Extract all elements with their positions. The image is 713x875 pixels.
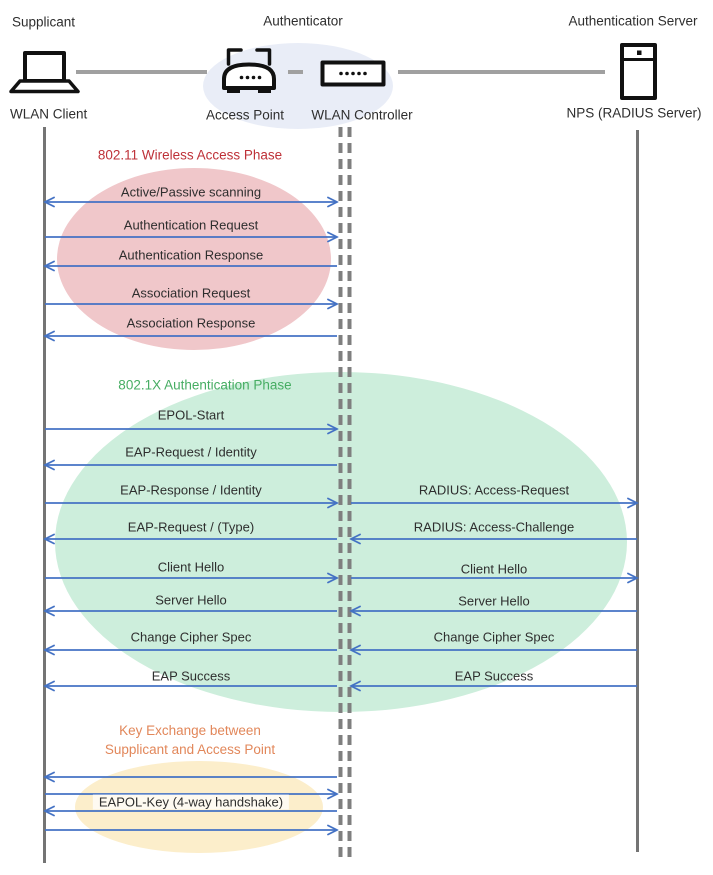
device-label-wlan-client: WLAN Client bbox=[10, 106, 88, 122]
laptop-icon bbox=[9, 51, 80, 94]
message-arrows-layer bbox=[45, 202, 637, 830]
message-label: RADIUS: Access-Challenge bbox=[413, 519, 575, 535]
role-supplicant: Supplicant bbox=[12, 14, 76, 30]
message-label: Change Cipher Spec bbox=[130, 629, 252, 645]
message-label: EAP-Request / (Type) bbox=[127, 519, 255, 535]
message-label: Authentication Request bbox=[123, 217, 259, 233]
message-label: Client Hello bbox=[460, 561, 528, 577]
message-label: EAP Success bbox=[454, 668, 534, 684]
message-label: EAP-Response / Identity bbox=[120, 482, 262, 498]
server-icon bbox=[620, 43, 657, 100]
access-point-icon bbox=[222, 48, 276, 93]
phase1-title: 802.11 Wireless Access Phase bbox=[97, 147, 283, 163]
message-label: EAP Success bbox=[151, 668, 231, 684]
phase2-ellipse bbox=[55, 372, 627, 712]
controller-icon bbox=[320, 60, 386, 87]
message-label: Client Hello bbox=[157, 559, 225, 575]
message-label: RADIUS: Access-Request bbox=[418, 482, 570, 498]
message-label: Authentication Response bbox=[118, 247, 264, 263]
role-authentication-server: Authentication Server bbox=[568, 13, 698, 29]
device-label-access-point: Access Point bbox=[205, 107, 285, 123]
message-label: Active/Passive scanning bbox=[120, 184, 262, 200]
message-label: Server Hello bbox=[458, 593, 530, 609]
role-authenticator: Authenticator bbox=[263, 13, 343, 29]
message-label: EAP-Request / Identity bbox=[125, 444, 257, 460]
phase2-title: 802.1X Authentication Phase bbox=[118, 377, 292, 393]
message-label: EAPOL-Key (4-way handshake) bbox=[92, 794, 290, 810]
message-label: Change Cipher Spec bbox=[433, 629, 555, 645]
message-label: EPOL-Start bbox=[157, 407, 225, 423]
message-label: Association Response bbox=[126, 315, 256, 331]
message-label: Server Hello bbox=[155, 592, 227, 608]
phase3-title: Key Exchange between Supplicant and Acce… bbox=[104, 723, 276, 757]
message-label: Association Request bbox=[131, 285, 251, 301]
device-label-wlan-controller: WLAN Controller bbox=[311, 107, 413, 123]
device-label-nps-server: NPS (RADIUS Server) bbox=[566, 105, 702, 121]
